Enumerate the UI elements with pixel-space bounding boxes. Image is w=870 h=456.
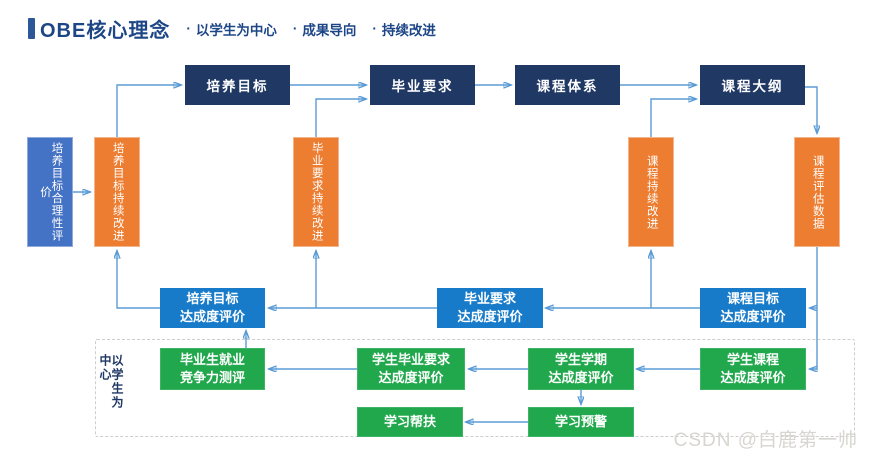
node-student-course-attainment: 学生课程达成度评价 xyxy=(700,348,806,390)
node-training-objectives: 培养目标 xyxy=(185,65,290,105)
node-label: 学生课程达成度评价 xyxy=(720,352,786,385)
node-learning-assistance: 学习帮扶 xyxy=(357,407,463,437)
node-label: 课程大纲 xyxy=(721,79,784,94)
subtitle-outcome-based: 成果导向 xyxy=(302,22,357,38)
node-label: 学生毕业要求达成度评价 xyxy=(371,352,450,385)
node-graduation-requirements: 毕业要求 xyxy=(370,65,475,105)
node-label: 课程评估数据 xyxy=(811,154,824,230)
title-accent-bar xyxy=(28,18,35,39)
bullet-separator: · xyxy=(372,21,377,36)
node-gradreq-attainment-evaluation: 毕业要求达成度评价 xyxy=(437,288,543,328)
node-student-semester-attainment: 学生学期达成度评价 xyxy=(528,348,634,390)
node-label: 培养目标 xyxy=(206,79,269,94)
page-title-bar: OBE核心理念 · 以学生为中心 · 成果导向 · 持续改进 xyxy=(28,14,436,43)
node-label: 毕业要求持续改进 xyxy=(310,142,323,242)
connector-objectives-eval-to-improvement xyxy=(117,251,160,309)
node-label: 学习帮扶 xyxy=(383,414,436,430)
node-course-objectives-attainment-evaluation: 课程目标达成度评价 xyxy=(700,288,806,328)
node-objectives-attainment-evaluation: 培养目标达成度评价 xyxy=(160,288,265,328)
node-objectives-continuous-improvement: 培养目标持续改进 xyxy=(94,137,140,247)
node-label: 课程体系 xyxy=(536,79,599,94)
node-learning-warning: 学习预警 xyxy=(528,407,634,437)
student-centered-region xyxy=(95,339,855,437)
subtitle-continuous-improvement: 持续改进 xyxy=(381,22,436,38)
node-student-gradreq-attainment: 学生毕业要求达成度评价 xyxy=(357,348,465,390)
node-label: 培养目标持续改进 xyxy=(111,142,124,242)
node-gradreq-continuous-improvement: 毕业要求持续改进 xyxy=(293,137,339,247)
node-course-assessment-data: 课程评估数据 xyxy=(794,137,840,247)
connector-syllabus-to-assessment-data xyxy=(805,86,817,133)
page-title: OBE核心理念 xyxy=(40,20,171,42)
node-curriculum-system: 课程体系 xyxy=(515,65,620,105)
node-graduate-employment-competitiveness: 毕业生就业竞争力测评 xyxy=(160,348,265,390)
node-label: 课程目标达成度评价 xyxy=(720,291,786,324)
connector-course-improvement-to-syllabus xyxy=(650,99,696,137)
watermark: CSDN @白鹿第一帅 xyxy=(673,430,858,451)
subtitle-student-centered: 以学生为中心 xyxy=(195,22,277,38)
node-label: 培养目标合理性评价 xyxy=(39,142,63,242)
node-objectives-rationality-evaluation: 培养目标合理性评价 xyxy=(27,137,73,247)
node-label: 学生学期达成度评价 xyxy=(548,352,614,385)
node-course-continuous-improvement: 课程持续改进 xyxy=(628,137,674,247)
node-label: 学习预警 xyxy=(554,414,607,430)
node-label: 培养目标达成度评价 xyxy=(179,291,245,324)
connector-gradreq-improvement-to-gradreq xyxy=(315,99,366,137)
connector-improvement-to-objectives xyxy=(116,85,181,137)
bullet-separator: · xyxy=(186,21,191,36)
node-label: 毕业要求达成度评价 xyxy=(457,291,523,324)
student-centered-region-label: 以学生为中心 xyxy=(98,354,124,410)
node-label: 课程持续改进 xyxy=(645,154,658,230)
bullet-separator: · xyxy=(292,21,298,36)
node-label: 毕业生就业竞争力测评 xyxy=(179,352,245,385)
node-label: 毕业要求 xyxy=(391,79,454,94)
node-course-syllabus: 课程大纲 xyxy=(700,65,805,105)
